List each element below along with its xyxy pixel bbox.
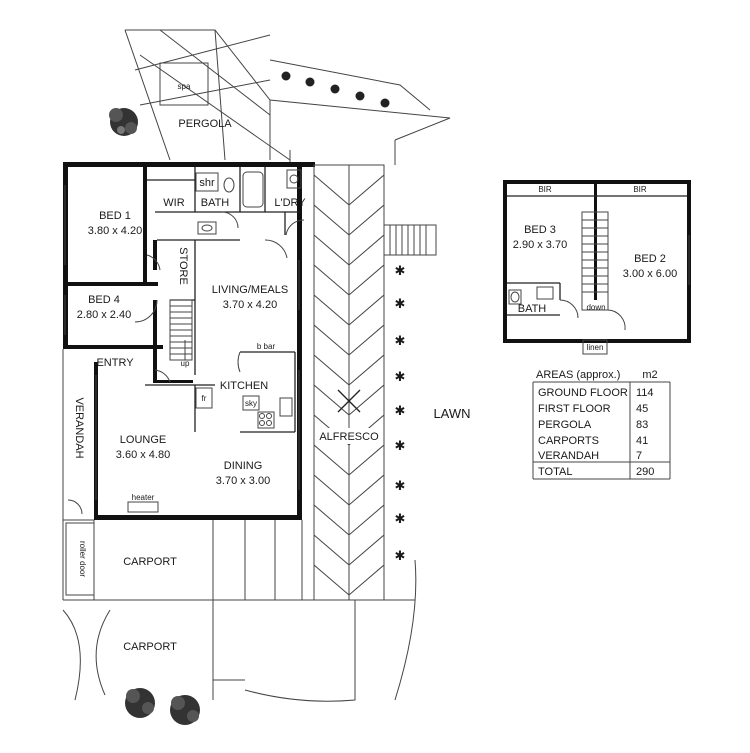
interior-partitions [145,167,300,433]
svg-text:✱: ✱ [395,333,406,348]
bbar-label: b bar [257,342,276,351]
area-row-label: VERANDAH [538,450,599,462]
carport2-label: CARPORT [123,641,177,653]
bed2-label: BED 2 [634,253,666,265]
plant-icon: ✱ [395,478,406,493]
living-dims: 3.70 x 4.20 [223,299,277,311]
bath-fixtures [195,169,302,235]
plant-icon: ✱ [395,403,406,418]
area-row-label: FIRST FLOOR [538,403,611,415]
areas-header: AREAS (approx.) [536,369,620,381]
upper-bath-label: BATH [518,303,547,315]
alfresco-label: ALFRESCO [319,431,379,443]
entry-label: ENTRY [96,357,134,369]
tree-icon [170,695,200,725]
stair-down-label: down [586,303,605,312]
svg-text:✱: ✱ [395,369,406,384]
pergola-label: PERGOLA [178,118,232,130]
bed4-label: BED 4 [88,294,120,306]
living-label: LIVING/MEALS [212,284,288,296]
bed3-dims: 2.90 x 3.70 [513,239,567,251]
kitchen-label: KITCHEN [220,380,268,392]
verandah-label: VERANDAH [73,397,85,458]
svg-text:✱: ✱ [395,263,406,278]
door-swings [67,211,305,515]
tree-icon [109,108,138,136]
bath-label: BATH [201,197,230,209]
garden-edge [394,559,417,701]
plant-icon: ✱ [395,263,406,278]
alfresco-deck [313,164,385,601]
wir-label: WIR [163,197,184,209]
area-row-label: GROUND FLOOR [538,387,628,399]
area-row-value: 83 [636,419,648,431]
windows [64,185,300,500]
areas-unit: m2 [642,369,657,381]
area-row-value: 114 [636,387,654,399]
area-total-label: TOTAL [538,466,572,478]
area-row-label: PERGOLA [538,419,592,431]
svg-text:✱: ✱ [395,296,406,311]
kitchen-fixtures [195,351,293,429]
plant-icon: ✱ [395,548,406,563]
heater-label: heater [132,493,155,502]
stair-up-label: up [181,359,190,368]
svg-text:✱: ✱ [395,478,406,493]
plant-icon: ✱ [395,511,406,526]
plant-icon: ✱ [395,438,406,453]
plant-icon: ✱ [395,369,406,384]
carport-structure [62,520,415,702]
area-row-value: 45 [636,403,648,415]
area-row-value: 41 [636,435,648,447]
lounge-label: LOUNGE [120,434,166,446]
upper-fixtures [508,235,690,331]
linen-cupboard [582,339,608,355]
dining-dims: 3.70 x 3.00 [216,475,270,487]
areas-table [532,381,671,480]
stair-lower [169,299,193,361]
area-row-label: CARPORTS [538,435,599,447]
carport1-label: CARPORT [123,556,177,568]
bir1-label: BIR [538,185,552,194]
plant-icon: ✱ [395,296,406,311]
laundry-label: L'DRY [274,197,306,209]
sky-label: sky [245,399,257,408]
bed2-dims: 3.00 x 6.00 [623,268,677,280]
bed1-label: BED 1 [99,210,131,222]
store-label: STORE [177,247,189,285]
shr-label: shr [199,177,215,189]
svg-text:✱: ✱ [395,438,406,453]
tree-icon [125,688,155,718]
roller-door-label: roller door [78,541,87,577]
bir2-label: BIR [633,185,647,194]
svg-text:✱: ✱ [395,548,406,563]
svg-text:✱: ✱ [395,511,406,526]
area-total-value: 290 [636,466,654,478]
linen-label: linen [587,343,604,352]
spa-label: spa [178,82,191,91]
bed4-dims: 2.80 x 2.40 [77,309,131,321]
stair-upper [581,211,609,311]
bed3-label: BED 3 [524,224,556,236]
pergola-structure [124,29,451,165]
dining-label: DINING [224,460,263,472]
area-row-value: 7 [636,450,642,462]
fridge-label: fr [202,394,207,403]
lounge-dims: 3.60 x 4.80 [116,449,170,461]
deck-steps [383,224,437,256]
plant-icon: ✱ [395,333,406,348]
bed1-dims: 3.80 x 4.20 [88,225,142,237]
pergola-posts [281,71,390,108]
lawn-label: LAWN [433,406,470,421]
verandah-outline [62,349,94,600]
svg-text:✱: ✱ [395,403,406,418]
